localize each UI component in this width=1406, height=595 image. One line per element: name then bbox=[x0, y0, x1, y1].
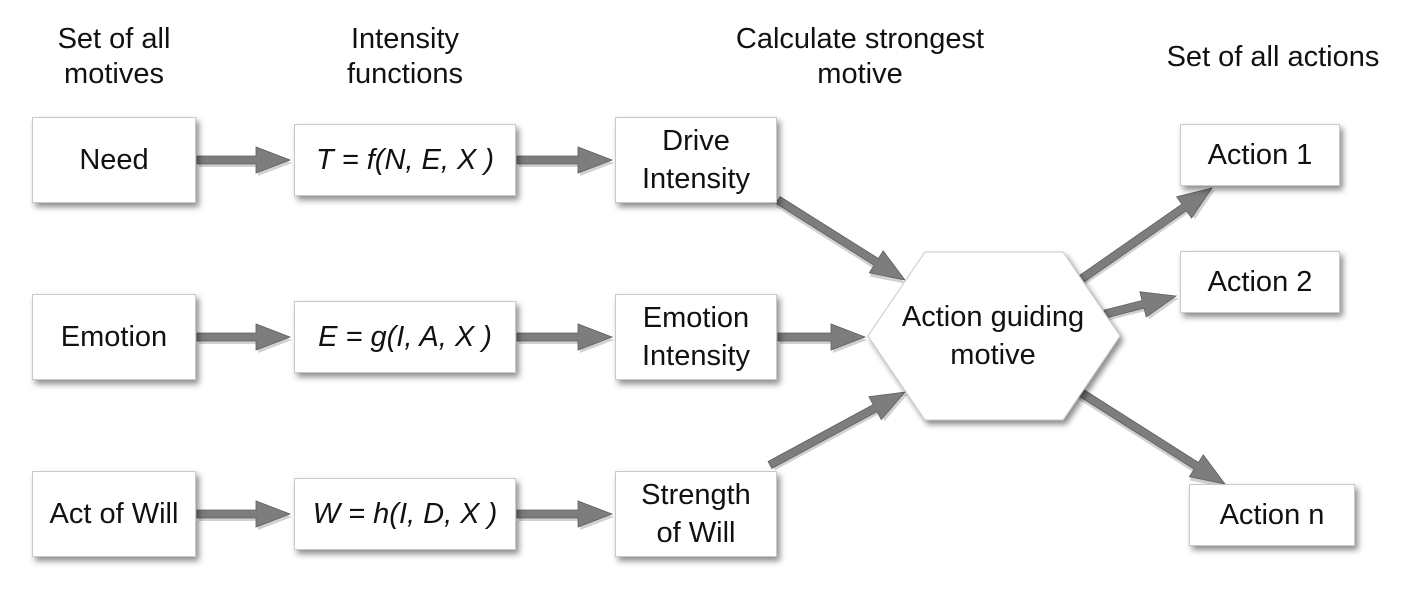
arrow-emotion-to-function bbox=[196, 323, 292, 353]
arrow-function-to-drive bbox=[516, 146, 614, 176]
arrow-center-to-action-2 bbox=[1103, 291, 1179, 321]
action-2: Action 2 bbox=[1180, 251, 1340, 313]
arrow-drive-to-center bbox=[775, 196, 906, 284]
arrow-function-to-emotion-intensity bbox=[516, 323, 614, 353]
function-emotion: E = g(I, A, X ) bbox=[294, 301, 516, 373]
function-will: W = h(I, D, X ) bbox=[294, 478, 516, 550]
arrow-function-to-will-strength bbox=[516, 500, 614, 530]
motive-act-of-will: Act of Will bbox=[32, 471, 196, 557]
arrow-center-to-action-n bbox=[1077, 388, 1226, 488]
action-n: Action n bbox=[1189, 484, 1355, 546]
motive-need: Need bbox=[32, 117, 196, 203]
arrow-emotion-intensity-to-center bbox=[777, 323, 867, 353]
header-actions: Set of all actions bbox=[1166, 41, 1380, 73]
function-drive: T = f(N, E, X ) bbox=[294, 124, 516, 196]
action-guiding-motive-hexagon bbox=[867, 251, 1121, 421]
motive-emotion: Emotion bbox=[32, 294, 196, 380]
arrow-will-strength-to-center bbox=[767, 391, 909, 471]
arrow-center-to-action-1 bbox=[1077, 187, 1216, 285]
arrow-need-to-function bbox=[196, 146, 292, 176]
action-1: Action 1 bbox=[1180, 124, 1340, 186]
arrow-will-to-function bbox=[196, 500, 292, 530]
